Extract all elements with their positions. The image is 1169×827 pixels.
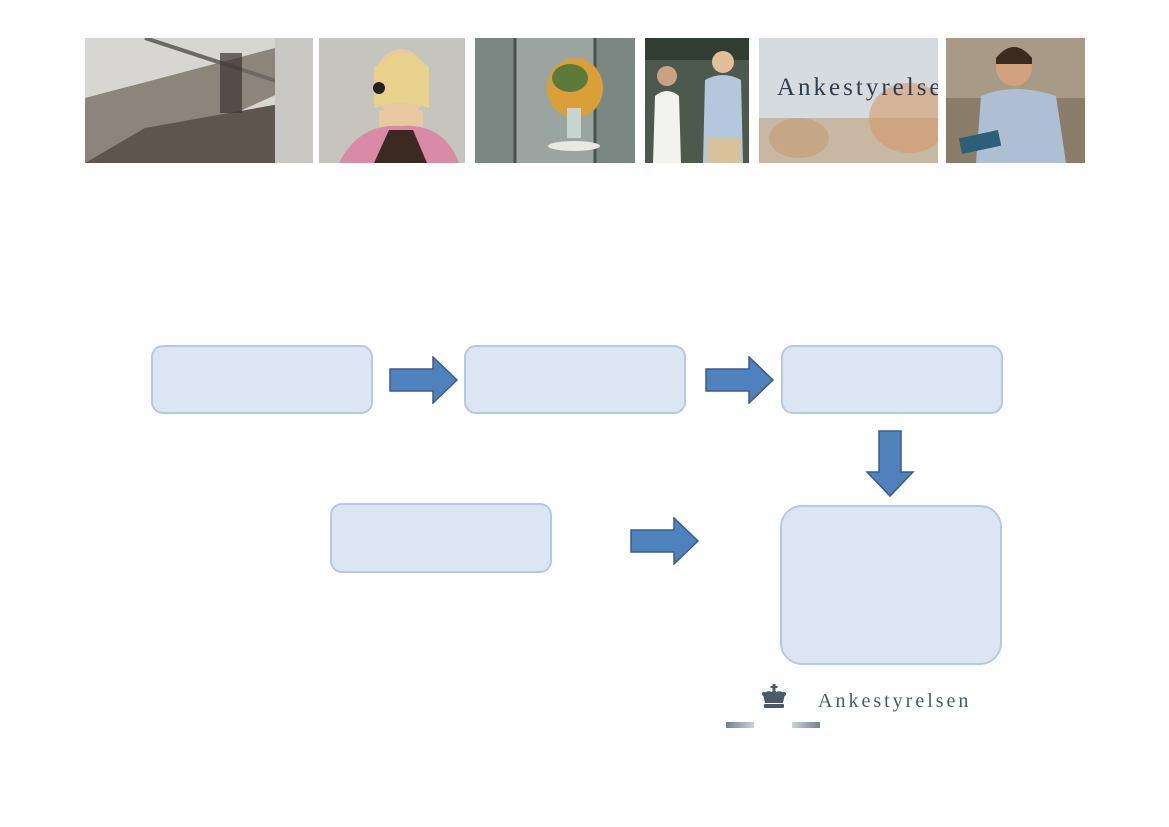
flow-arrow-right-3 xyxy=(630,517,700,565)
flow-arrow-right-1 xyxy=(389,356,459,404)
flow-box-5 xyxy=(780,505,1002,665)
flow-arrow-right-2 xyxy=(705,356,775,404)
banner-photo-reading-man xyxy=(946,38,1085,163)
logo-bar-right xyxy=(792,722,820,728)
banner-photo-glass-sign: Ankestyrelsen xyxy=(759,38,938,163)
banner-photo-walking-colleagues xyxy=(645,38,749,163)
flow-box-3 xyxy=(781,345,1003,414)
banner-photo-lobby-flowers xyxy=(475,38,635,163)
logo-text: Ankestyrelsen xyxy=(818,690,972,712)
flow-box-4 xyxy=(330,503,552,573)
banner-photo-call-center-agent xyxy=(319,38,465,163)
flow-arrow-down xyxy=(865,430,915,498)
glass-sign-text: Ankestyrelsen xyxy=(777,74,938,101)
logo-bar-left xyxy=(726,722,754,728)
flow-box-1 xyxy=(151,345,373,414)
banner-photo-staircase xyxy=(85,38,313,163)
flow-box-2 xyxy=(464,345,686,414)
crown-icon xyxy=(760,684,788,710)
